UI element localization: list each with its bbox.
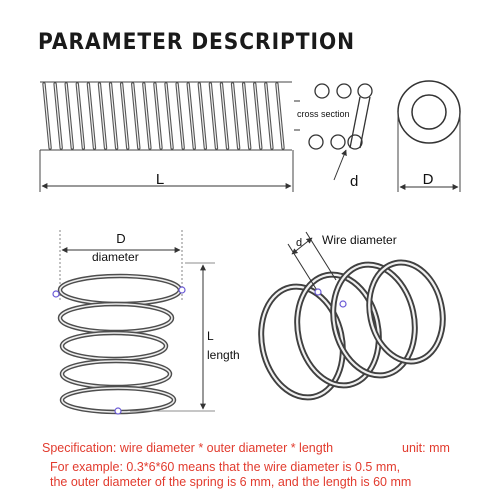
coil-highlight	[231, 83, 240, 149]
length-label-left: L	[207, 329, 214, 343]
example-line-1: For example: 0.3*6*60 means that the wir…	[50, 460, 401, 474]
wire-diameter-label-right: d	[296, 237, 302, 249]
coil-highlight	[265, 83, 273, 149]
length-word-label: length	[207, 348, 240, 362]
coil-ring-highlight	[296, 273, 380, 387]
coil-highlight	[76, 83, 84, 149]
coil-highlight	[43, 83, 51, 149]
left-spring-illustration: D diameter L length	[52, 230, 240, 415]
right-spring-illustration: d Wire diameter	[258, 231, 446, 401]
outer-diameter-label-top: D	[423, 171, 434, 188]
coil-highlight	[87, 83, 96, 149]
coil-highlight	[121, 83, 129, 149]
example-line-2: the outer diameter of the spring is 6 mm…	[50, 475, 412, 489]
left-spring-coils	[57, 273, 183, 415]
page-title: PARAMETER DESCRIPTION	[38, 30, 355, 55]
coil-highlight	[187, 83, 195, 149]
diameter-label: diameter	[92, 250, 139, 264]
unit-text: unit: mm	[402, 441, 450, 455]
coil-highlight	[65, 83, 73, 149]
coil-highlight	[109, 83, 118, 149]
coil-highlight	[98, 83, 107, 149]
right-spring-coils	[258, 259, 446, 401]
coil-ring-highlight	[332, 263, 416, 377]
coil-highlight	[209, 83, 218, 149]
wire-diameter-arrow	[333, 149, 347, 181]
wire-diameter-label-top: d	[350, 173, 358, 190]
cross-section-label: cross section	[297, 109, 350, 119]
end-view-drawing: D	[397, 80, 461, 192]
coil-highlight	[243, 83, 251, 149]
coil-highlight	[220, 83, 229, 149]
coil-ring-highlight	[368, 261, 444, 363]
specification-text: Specification: wire diameter * outer dia…	[42, 441, 334, 455]
coil-highlight	[54, 83, 62, 149]
specification-note: Specification: wire diameter * outer dia…	[42, 441, 492, 455]
cross-section-drawing: cross section d	[294, 83, 373, 190]
outer-diameter-label-left: D	[116, 231, 125, 246]
coil-highlight	[143, 83, 151, 149]
length-label-top: L	[156, 171, 164, 188]
coil-ring-highlight	[59, 275, 181, 305]
top-spring-drawing: L	[37, 81, 295, 192]
top-spring-coils	[42, 82, 285, 150]
coil-highlight	[198, 83, 206, 149]
coil-ring-highlight	[59, 303, 173, 333]
coil-highlight	[165, 83, 173, 149]
coil-highlight	[132, 83, 140, 149]
coil-highlight	[176, 83, 184, 149]
coil-ring-highlight	[61, 360, 171, 388]
coil-highlight	[254, 83, 262, 149]
coil-highlight	[154, 83, 162, 149]
wire-diameter-label: Wire diameter	[322, 233, 397, 247]
coil-ring-highlight	[260, 285, 344, 399]
coil-ring-highlight	[61, 332, 167, 360]
coil-highlight	[276, 83, 284, 149]
